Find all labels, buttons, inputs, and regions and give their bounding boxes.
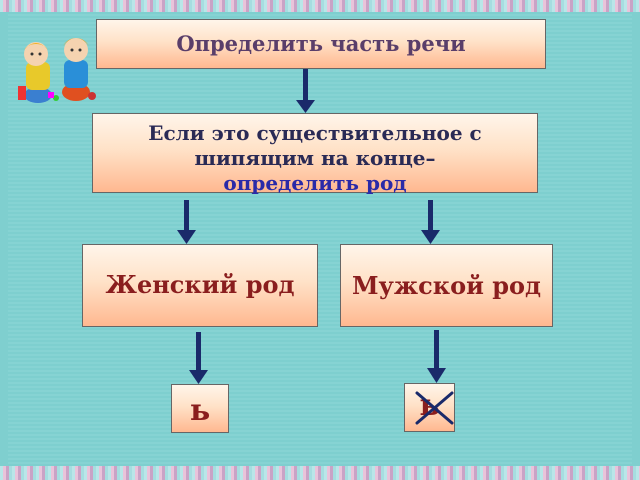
feminine-gender-text: Женский род: [105, 270, 295, 299]
soft-sign-box: ь: [171, 384, 229, 433]
noun-with-sibilant-box: Если это существительное с шипящим на ко…: [92, 113, 538, 195]
noun-with-sibilant-line2: шипящим на конце–: [194, 146, 436, 170]
bottom-decorative-stripe: [0, 466, 640, 480]
arrow-middle-to-masculine: [421, 200, 440, 244]
top-decorative-stripe: [0, 0, 640, 12]
arrow-masculine-to-crossed: [427, 330, 446, 383]
background-panel: [8, 13, 632, 466]
masculine-gender-box: Мужской род: [340, 244, 553, 327]
determine-part-of-speech-box: Определить часть речи: [96, 19, 546, 69]
determine-part-of-speech-text: Определить часть речи: [176, 31, 466, 56]
feminine-gender-box: Женский род: [82, 244, 318, 327]
arrow-feminine-to-soft-sign: [189, 332, 208, 384]
soft-sign-text: ь: [189, 393, 211, 428]
noun-with-sibilant-line1: Если это существительное с: [148, 121, 482, 145]
cross-out-mark: [415, 391, 454, 425]
arrow-top-to-middle: [296, 69, 315, 113]
masculine-gender-text: Мужской род: [351, 271, 542, 300]
noun-with-sibilant-line3: определить род: [223, 171, 407, 195]
kid-right: [48, 38, 96, 101]
kid-left: [18, 42, 52, 103]
arrow-middle-to-feminine: [177, 200, 196, 244]
